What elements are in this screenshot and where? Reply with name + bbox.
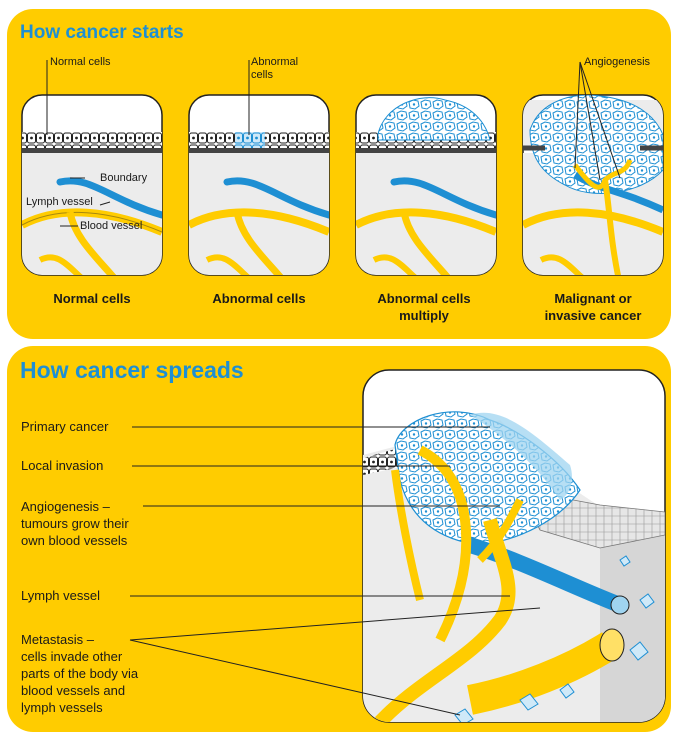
stage-caption-abnormal-cells-multiply: Abnormal cells multiply [359,290,489,324]
how-cancer-starts-heading: How cancer starts [20,22,184,44]
callout-angiogenesis: Angiogenesis [584,56,650,69]
callout-normal-cells: Normal cells [50,56,111,69]
callout-lymph-vessel: Lymph vessel [26,196,93,209]
stage-caption-malignant-cancer: Malignant or invasive cancer [528,290,658,324]
callout-blood-vessel: Blood vessel [80,220,142,233]
stage-malignant-cancer-illustration [523,95,663,285]
stage-normal-cells-illustration [22,95,162,285]
callout-boundary: Boundary [100,172,147,185]
label-metastasis: Metastasis – cells invade other parts of… [21,631,138,716]
stage-caption-abnormal-cells: Abnormal cells [184,290,334,307]
stage-caption-normal-cells: Normal cells [17,290,167,307]
stage-abnormal-cells-illustration [189,95,329,285]
callout-abnormal-cells: Abnormal cells [251,56,298,82]
label-lymph-vessel: Lymph vessel [21,587,100,604]
label-primary-cancer: Primary cancer [21,418,108,435]
stage-abnormal-cells-multiply-illustration [356,95,496,285]
how-cancer-spreads-heading: How cancer spreads [20,357,244,384]
label-angiogenesis: Angiogenesis – tumours grow their own bl… [21,498,129,549]
label-local-invasion: Local invasion [21,457,103,474]
cancer-spread-illustration [363,370,665,725]
